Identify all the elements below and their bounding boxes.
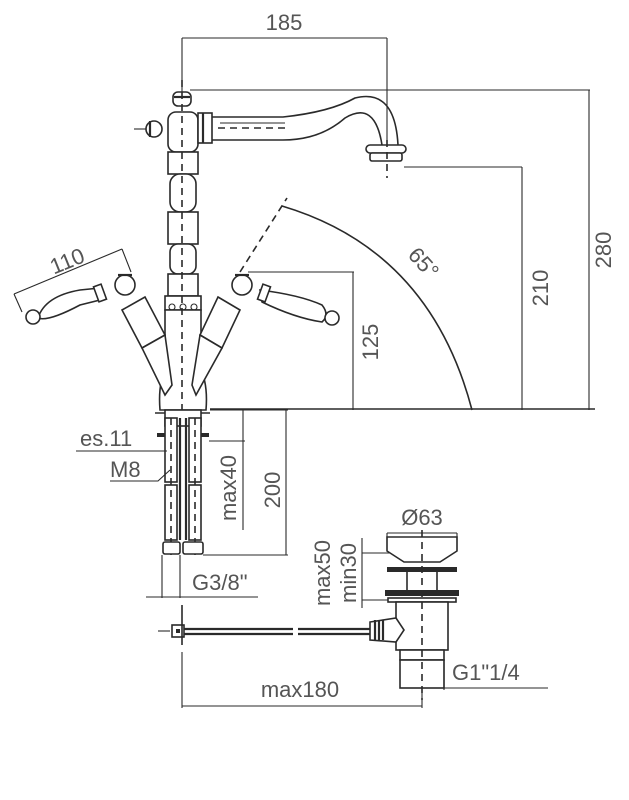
right-handle <box>191 273 340 397</box>
label-g38: G3/8" <box>192 570 248 595</box>
label-210: 210 <box>528 270 553 307</box>
label-es11: es.11 <box>80 426 132 451</box>
popup-rod <box>158 605 370 645</box>
dimension-280: 280 <box>190 89 616 410</box>
label-200: 200 <box>260 472 285 509</box>
left-handle <box>25 273 173 397</box>
dimension-max40: max40 <box>209 409 245 530</box>
label-65: 65° <box>403 242 444 283</box>
label-o63: Ø63 <box>401 505 443 530</box>
dimension-210: 210 <box>404 166 553 410</box>
label-280: 280 <box>591 232 616 269</box>
dimension-185: 185 <box>181 10 388 150</box>
mounting-rods <box>155 409 210 555</box>
dimension-g38: G3/8" <box>146 555 258 598</box>
label-125: 125 <box>358 324 383 361</box>
dimension-max180: max180 <box>181 652 423 708</box>
label-g1-1-4: G1"1/4 <box>452 660 520 685</box>
dimension-es11: es.11 <box>76 426 167 452</box>
faucet-spout <box>210 95 407 178</box>
dimension-200: 200 <box>203 409 288 556</box>
dimension-g1-1-4: G1"1/4 <box>443 660 548 690</box>
dimension-125: 125 <box>248 271 383 410</box>
dimension-m8: M8 <box>110 457 171 482</box>
label-min30: min30 <box>336 543 361 603</box>
dimension-o63: Ø63 <box>386 505 458 540</box>
dimension-max50-min30: max50 min30 <box>310 538 390 608</box>
label-110: 110 <box>46 243 88 279</box>
popup-waste <box>369 530 459 700</box>
label-max40: max40 <box>216 455 241 521</box>
label-185: 185 <box>266 10 303 35</box>
label-max50: max50 <box>310 540 335 606</box>
label-max180: max180 <box>261 677 339 702</box>
label-m8: M8 <box>110 457 141 482</box>
